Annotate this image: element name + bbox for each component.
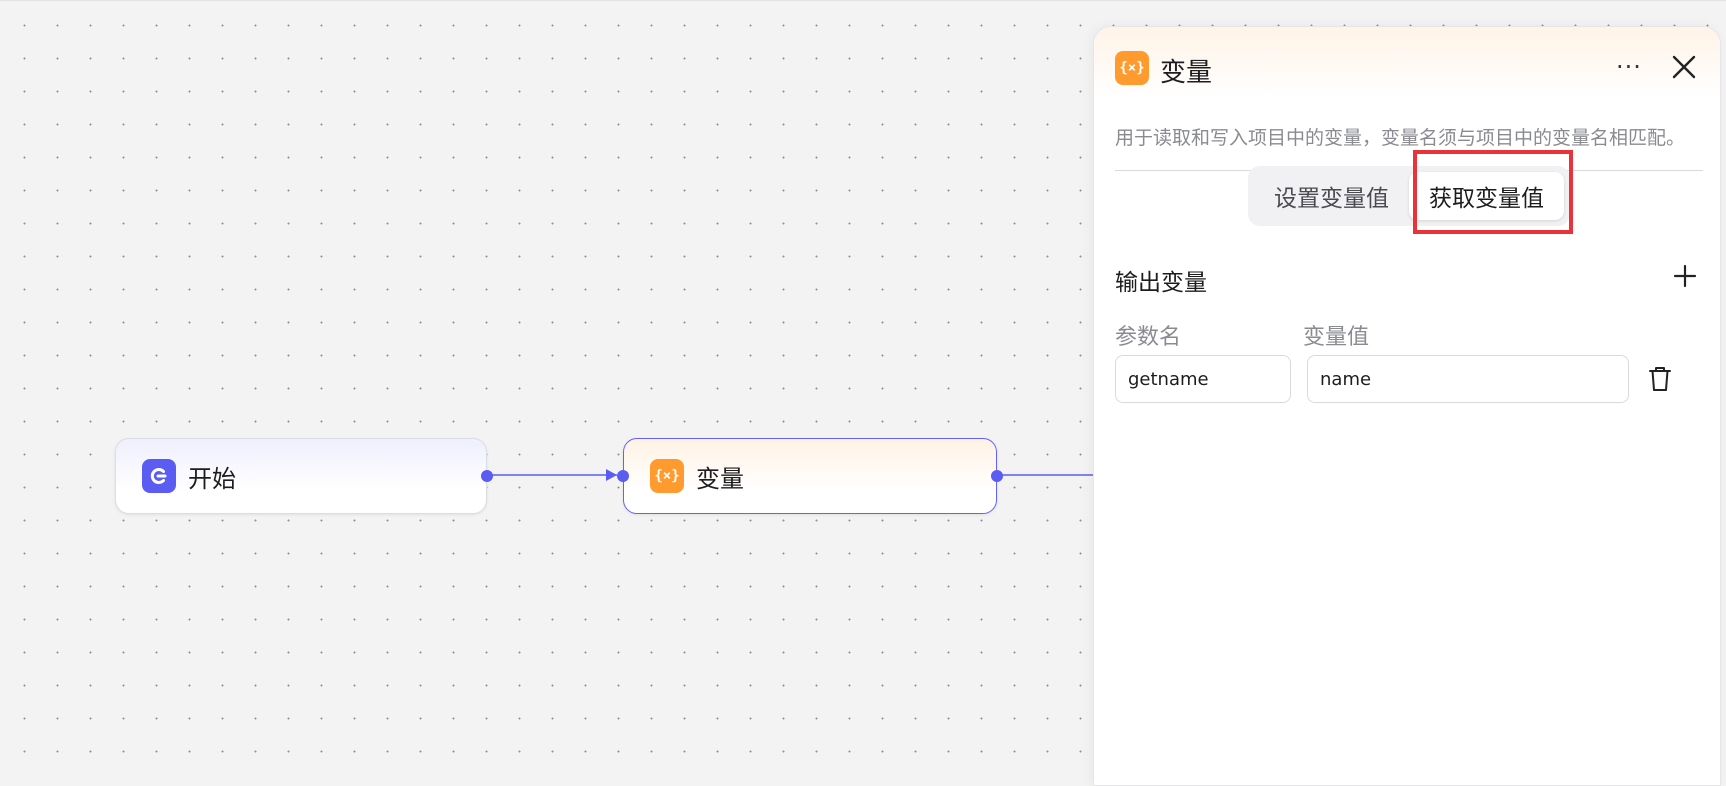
node-settings-panel: {×} 变量 ··· 用于读取和写入项目中的变量，变量名须与项目中的变量名相匹配…: [1093, 26, 1721, 786]
output-handle[interactable]: [481, 470, 493, 482]
add-icon[interactable]: [1670, 261, 1700, 291]
panel-title: 变量: [1160, 58, 1213, 88]
output-handle[interactable]: [991, 470, 1003, 482]
node-variable[interactable]: {×} 变量: [617, 438, 1003, 514]
column-header-value: 变量值: [1303, 325, 1370, 350]
start-icon: [142, 459, 176, 493]
node-title: 开始: [188, 464, 236, 493]
node-title: 变量: [696, 464, 744, 493]
mode-switch[interactable]: 设置变量值 获取变量值: [1248, 166, 1570, 226]
variable-value-input[interactable]: [1307, 355, 1629, 403]
column-header-param: 参数名: [1115, 325, 1182, 350]
variable-icon: {×}: [1115, 51, 1149, 85]
more-icon[interactable]: ···: [1616, 53, 1642, 81]
input-handle[interactable]: [617, 470, 629, 482]
close-icon[interactable]: [1666, 49, 1702, 85]
mode-option-set[interactable]: 设置变量值: [1274, 186, 1389, 212]
mode-option-get[interactable]: 获取变量值: [1409, 172, 1564, 220]
variable-icon: {×}: [650, 459, 684, 493]
node-start[interactable]: 开始: [115, 438, 493, 514]
panel-description: 用于读取和写入项目中的变量，变量名须与项目中的变量名相匹配。: [1115, 127, 1686, 149]
output-section-title: 输出变量: [1115, 270, 1207, 296]
panel-header: [1094, 27, 1720, 97]
trash-icon[interactable]: [1647, 365, 1673, 393]
param-name-input[interactable]: [1115, 355, 1291, 403]
edge-arrowhead: [606, 469, 617, 481]
